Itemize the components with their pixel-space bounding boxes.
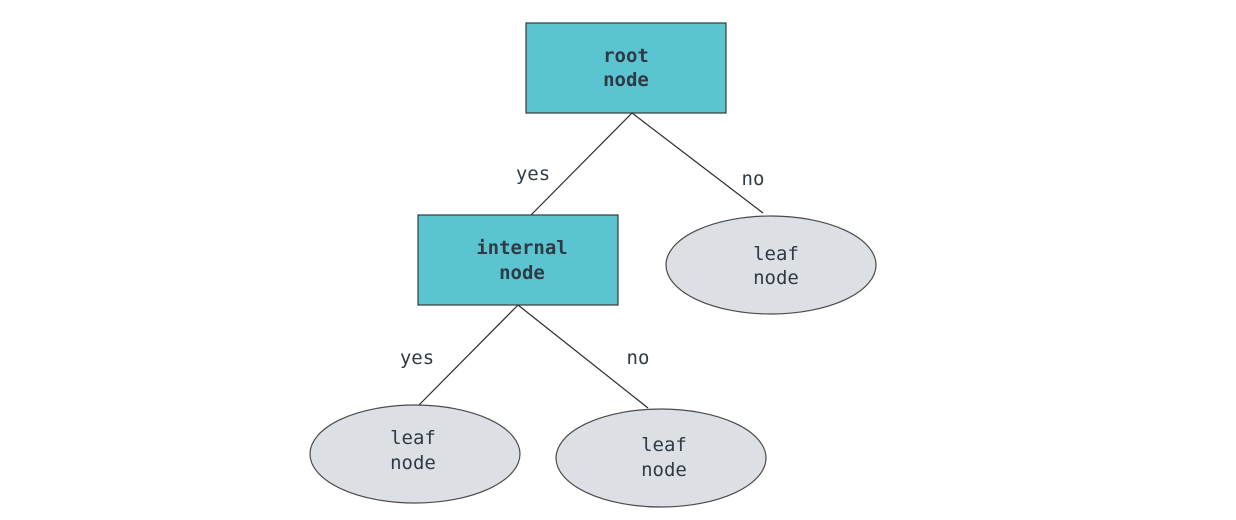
edge-root-to-leaf-right bbox=[631, 112, 764, 214]
leaf-node-right-label-line2: node bbox=[753, 267, 799, 289]
internal-node-box bbox=[417, 214, 619, 306]
edge-label-internal-yes: yes bbox=[400, 347, 434, 369]
edge-internal-to-leaf-bottom-left bbox=[417, 304, 519, 407]
internal-node-label-line1: internal bbox=[476, 237, 568, 259]
leaf-node-bottom-left-ellipse bbox=[309, 404, 521, 504]
internal-node-label-line2: node bbox=[499, 262, 545, 284]
edge-internal-to-leaf-bottom-right bbox=[517, 304, 649, 409]
leaf-node-right: leaf node bbox=[665, 215, 877, 315]
leaf-node-bottom-right-ellipse bbox=[555, 408, 767, 508]
root-node-label-line2: node bbox=[603, 69, 649, 91]
root-node-box bbox=[525, 22, 727, 114]
leaf-node-right-label-line1: leaf bbox=[753, 243, 799, 265]
edge-label-internal-no: no bbox=[627, 347, 650, 369]
leaf-node-bottom-left-label-line2: node bbox=[390, 452, 436, 474]
edge-label-root-no: no bbox=[742, 168, 765, 190]
internal-node: internal node bbox=[417, 214, 619, 306]
edge-root-to-internal bbox=[530, 112, 633, 216]
leaf-node-bottom-left-label-line1: leaf bbox=[390, 427, 436, 449]
leaf-node-bottom-right-label-line1: leaf bbox=[641, 434, 687, 456]
root-node-label-line1: root bbox=[603, 45, 649, 67]
leaf-node-bottom-left: leaf node bbox=[309, 404, 521, 504]
leaf-node-bottom-right: leaf node bbox=[555, 408, 767, 508]
edge-label-root-yes: yes bbox=[516, 163, 550, 185]
leaf-node-bottom-right-label-line2: node bbox=[641, 459, 687, 481]
root-node: root node bbox=[525, 22, 727, 114]
leaf-node-right-ellipse bbox=[665, 215, 877, 315]
